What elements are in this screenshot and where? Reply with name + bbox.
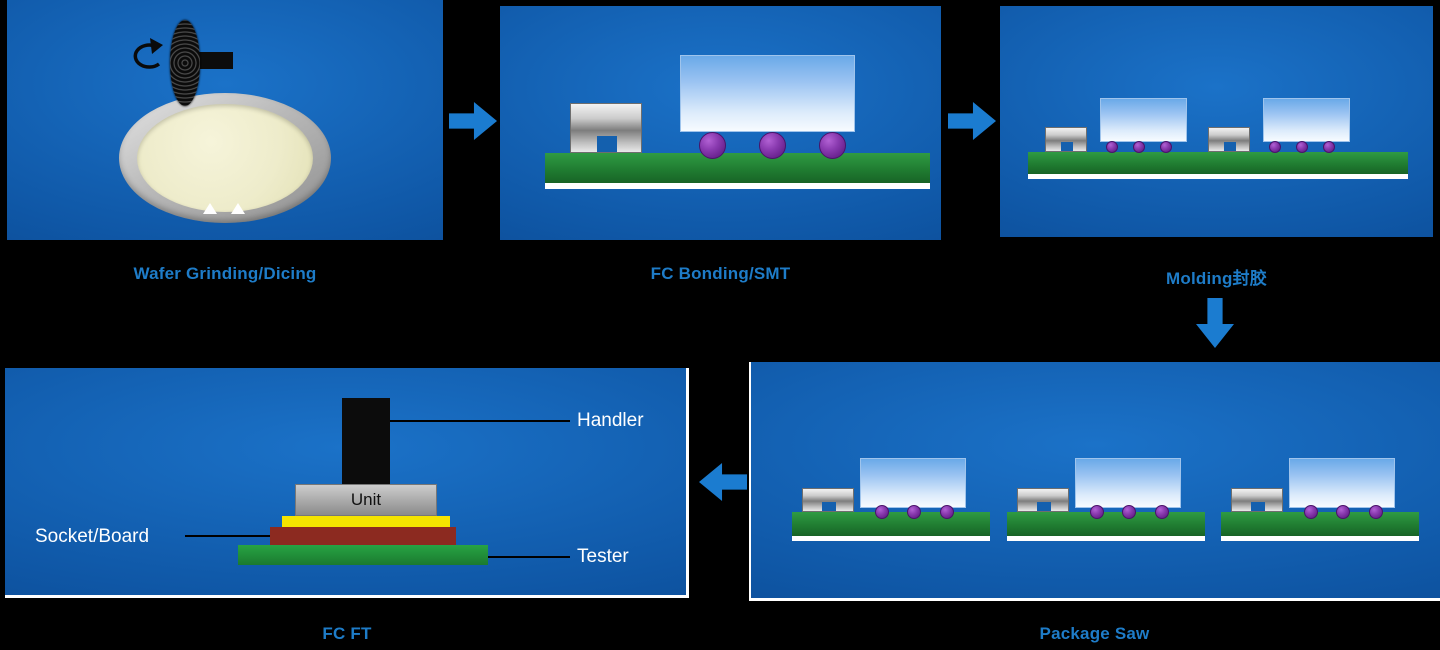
clip-component (570, 103, 642, 153)
unit-label: Unit (350, 490, 382, 509)
panel-molding (1000, 6, 1433, 237)
solder-ball (1106, 141, 1118, 153)
clip-notch (1251, 502, 1265, 511)
die-chip (860, 458, 966, 508)
wafer-surface (137, 104, 313, 212)
molded-unit (1208, 6, 1353, 237)
unit-block: Unit (295, 484, 437, 516)
solder-ball (1304, 505, 1318, 519)
wafer-notch-mark (231, 203, 245, 214)
solder-ball (1160, 141, 1172, 153)
substrate-board (1028, 152, 1408, 174)
step-label-package-saw: Package Saw (1039, 624, 1150, 643)
wafer-outer-ring (119, 93, 331, 223)
solder-ball (1369, 505, 1383, 519)
singulated-package (1221, 362, 1421, 598)
solder-ball (819, 132, 846, 159)
clip-notch (1061, 142, 1073, 151)
substrate-board (792, 512, 990, 536)
flow-arrow-right-icon (449, 102, 497, 140)
solder-ball (875, 505, 889, 519)
clip-component (802, 488, 854, 512)
singulated-package (1007, 362, 1207, 598)
substrate-board (1007, 512, 1205, 536)
solder-ball (1155, 505, 1169, 519)
panel-fc-bonding (500, 6, 941, 240)
callout-line-socket-board (185, 535, 270, 537)
handler-rod (342, 398, 390, 484)
panel-package-saw (749, 362, 1440, 601)
solder-ball (1122, 505, 1136, 519)
substrate-underlayer (545, 183, 930, 189)
board-layer (270, 527, 456, 545)
solder-ball (759, 132, 786, 159)
die-chip (1289, 458, 1395, 508)
step-label-wafer-grinding: Wafer Grinding/Dicing (133, 264, 317, 283)
socket-layer (282, 516, 450, 527)
step-label-molding: Molding封胶 (1166, 269, 1267, 288)
clip-notch (1037, 502, 1051, 511)
step-label-fc-ft: FC FT (322, 624, 372, 643)
flow-arrow-down-icon (1196, 298, 1234, 348)
clip-component (1017, 488, 1069, 512)
molded-unit (1045, 6, 1190, 237)
singulated-package (792, 362, 992, 598)
grinding-wheel-icon (170, 20, 200, 106)
solder-ball (699, 132, 726, 159)
solder-ball (1336, 505, 1350, 519)
clip-notch (822, 502, 836, 511)
substrate-underlayer (792, 536, 990, 541)
solder-ball (1090, 505, 1104, 519)
handler-label: Handler (577, 410, 644, 431)
die-chip (680, 55, 855, 132)
substrate-underlayer (1028, 174, 1408, 179)
solder-ball (907, 505, 921, 519)
solder-ball (940, 505, 954, 519)
clip-component (1045, 127, 1087, 152)
tester-label: Tester (577, 546, 629, 567)
clip-notch (597, 136, 617, 152)
substrate-board (1221, 512, 1419, 536)
solder-ball (1269, 141, 1281, 153)
callout-line-handler (390, 420, 570, 422)
die-chip (1100, 98, 1187, 142)
step-label-fc-bonding: FC Bonding/SMT (650, 264, 791, 283)
clip-component (1208, 127, 1250, 152)
substrate-underlayer (1221, 536, 1419, 541)
solder-ball (1133, 141, 1145, 153)
substrate-underlayer (1007, 536, 1205, 541)
rotation-arrow-icon (133, 38, 163, 69)
die-chip (1075, 458, 1181, 508)
flow-arrow-left-icon (699, 463, 747, 501)
callout-line-tester (488, 556, 570, 558)
tester-layer (238, 545, 488, 565)
clip-notch (1224, 142, 1236, 151)
clip-component (1231, 488, 1283, 512)
substrate-board (545, 153, 930, 183)
die-chip (1263, 98, 1350, 142)
wafer-notch-mark (203, 203, 217, 214)
solder-ball (1296, 141, 1308, 153)
panel-wafer-grinding (7, 0, 443, 240)
solder-ball (1323, 141, 1335, 153)
socket-board-label: Socket/Board (35, 526, 150, 547)
panel-fc-ft: Unit Handler Socket/Board Tester (5, 368, 689, 598)
flow-arrow-right-icon (948, 102, 996, 140)
